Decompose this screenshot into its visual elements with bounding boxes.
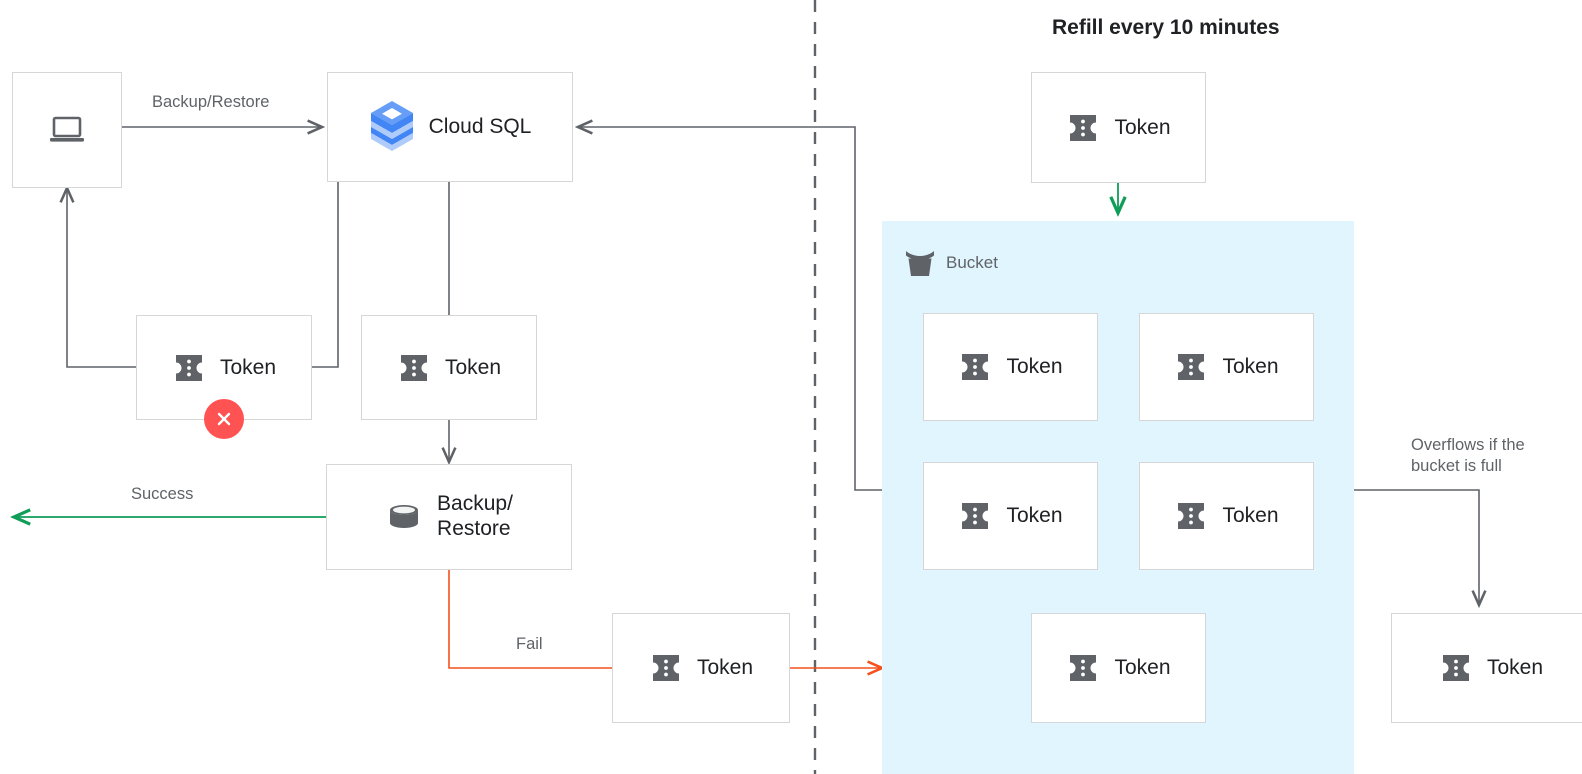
edge-label-backup-restore: Backup/Restore xyxy=(152,93,270,111)
token-icon xyxy=(1066,652,1100,684)
cloud-sql-label: Cloud SQL xyxy=(428,114,532,138)
token-label: Token xyxy=(1222,504,1279,527)
node-token-fail-return[interactable]: Token xyxy=(612,613,790,723)
edge-bucket-to-cloudsql xyxy=(574,119,882,491)
bucket-token-4[interactable]: Token xyxy=(1139,462,1314,570)
error-x-icon xyxy=(204,399,244,439)
token-label: Token xyxy=(1006,504,1063,527)
token-icon xyxy=(958,500,992,532)
token-icon xyxy=(1174,351,1208,383)
token-icon xyxy=(172,352,206,384)
token-label: Token xyxy=(219,355,277,379)
bucket-token-1[interactable]: Token xyxy=(923,313,1098,421)
edge-label-fail: Fail xyxy=(516,635,543,653)
token-label: Token xyxy=(1222,355,1279,378)
token-label: Token xyxy=(444,355,502,379)
bucket-tag: Bucket xyxy=(903,248,998,278)
token-label: Token xyxy=(1114,656,1171,679)
token-label: Token xyxy=(1486,656,1544,679)
node-cloud-sql[interactable]: Cloud SQL xyxy=(327,72,573,182)
token-icon xyxy=(958,351,992,383)
edge-cloudsql-to-token-rejected xyxy=(312,182,339,368)
token-icon xyxy=(397,352,431,384)
laptop-icon xyxy=(48,114,86,146)
edge-token-rejected-to-client xyxy=(59,184,136,368)
cloud-sql-icon xyxy=(369,99,415,155)
database-icon xyxy=(385,500,423,534)
edge-label-overflow: Overflows if the bucket is full xyxy=(1411,436,1525,476)
node-token-refill[interactable]: Token xyxy=(1031,72,1206,183)
backup-restore-label: Backup/ Restore xyxy=(437,492,513,540)
bucket-label: Bucket xyxy=(946,253,998,272)
bucket-token-2[interactable]: Token xyxy=(1139,313,1314,421)
bucket-token-5[interactable]: Token xyxy=(1031,613,1206,723)
token-icon xyxy=(1174,500,1208,532)
bucket-token-3[interactable]: Token xyxy=(923,462,1098,570)
token-icon xyxy=(649,652,683,684)
token-icon xyxy=(1066,112,1100,144)
token-icon xyxy=(1439,652,1473,684)
edge-label-success: Success xyxy=(131,485,194,503)
node-client[interactable] xyxy=(12,72,122,188)
token-label: Token xyxy=(1006,355,1063,378)
bucket-icon xyxy=(903,248,937,278)
token-label: Token xyxy=(1114,115,1171,139)
token-label: Token xyxy=(696,656,754,679)
node-backup-restore[interactable]: Backup/ Restore xyxy=(326,464,572,570)
page-title: Refill every 10 minutes xyxy=(1052,16,1280,39)
edge-overflow xyxy=(1354,489,1487,609)
node-token-overflow[interactable]: Token xyxy=(1391,613,1582,723)
node-token-consumed[interactable]: Token xyxy=(361,315,537,420)
